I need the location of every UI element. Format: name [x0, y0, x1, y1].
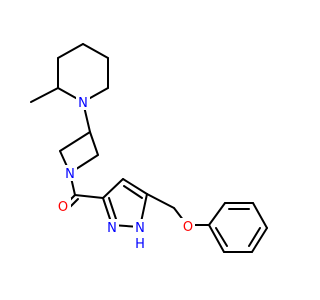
bond-ph-3-4	[252, 202, 268, 229]
atom-labels: N N O N N H O	[56, 94, 195, 252]
o-carbonyl-label: O	[58, 200, 68, 215]
bond-ph-inner-b	[248, 227, 261, 247]
bond-az-c3-c2	[59, 131, 91, 152]
bond-az-c4-c3	[89, 131, 99, 156]
bond-pz-ch2	[146, 193, 175, 209]
nh-hydrogen-bg	[133, 235, 147, 251]
o-ether-label: O	[183, 220, 193, 235]
bond-pip-c4-c5	[82, 43, 109, 59]
bond-pz-c3-n2-2	[108, 197, 118, 223]
n-piperidine-label: N	[78, 96, 88, 111]
o-carbonyl-bg	[56, 198, 71, 214]
n-piperidine-bg	[76, 94, 90, 110]
bond-pz-c5-c4-1	[122, 178, 148, 195]
bond-pz-c4-c3	[102, 178, 124, 199]
molecule-structure: N N O N N H O	[30, 43, 268, 253]
bond-pz-c5-c4-2	[123, 185, 143, 199]
bond-ph-1-2	[208, 202, 226, 226]
bonds	[30, 43, 268, 253]
nh-pyrazole-label: N	[135, 221, 145, 236]
nh-pyrazole-bg	[133, 219, 147, 235]
bond-methyl	[30, 87, 59, 103]
n-pyrazole-label: N	[107, 221, 117, 236]
n-azetidine-label: N	[65, 167, 75, 182]
n-azetidine-bg	[63, 165, 77, 181]
bond-ph-4-5	[251, 227, 268, 253]
nh-hydrogen-label: H	[135, 237, 145, 252]
o-ether-bg	[180, 218, 195, 234]
bond-carbonyl-pyrazole	[74, 194, 104, 199]
bond-ph-inner-c	[215, 227, 228, 247]
n-pyrazole-bg	[105, 219, 119, 235]
bond-ph-6-1	[208, 224, 225, 253]
bond-pip-c3-c4	[57, 43, 84, 59]
